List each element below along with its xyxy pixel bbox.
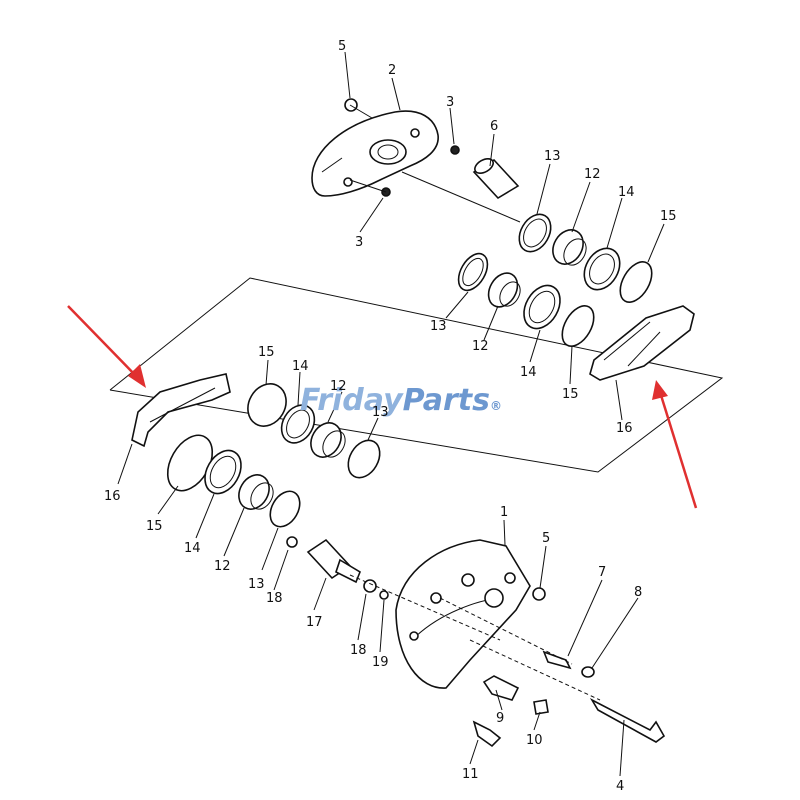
washer-5-bottom	[532, 587, 546, 601]
label-3-top: 3	[446, 95, 454, 110]
washer-5-top	[344, 98, 358, 112]
piston-12-low	[238, 474, 274, 510]
seal-13-low	[269, 490, 301, 528]
leader-lines	[117, 51, 665, 777]
label-15-mid: 15	[562, 387, 579, 402]
label-14-top: 14	[618, 185, 635, 200]
label-4: 4	[616, 779, 624, 794]
label-19: 19	[372, 655, 389, 670]
bolt-10	[533, 699, 549, 715]
label-13-top: 13	[544, 149, 561, 164]
label-10: 10	[526, 733, 543, 748]
label-14-mid: 14	[520, 365, 537, 380]
label-2: 2	[388, 63, 396, 78]
label-1: 1	[500, 505, 508, 520]
label-15-low: 15	[146, 519, 163, 534]
bolt-7	[542, 650, 572, 670]
label-12-low: 12	[214, 559, 231, 574]
bleeder-screw	[306, 538, 361, 584]
watermark-registered: ®	[490, 399, 502, 413]
label-3-left: 3	[355, 235, 363, 250]
piston-12-mid	[487, 272, 521, 308]
boot-14-inset	[280, 404, 316, 444]
label-14-low: 14	[184, 541, 201, 556]
inset-frame	[109, 277, 724, 473]
label-12-mid: 12	[472, 339, 489, 354]
label-6: 6	[490, 119, 498, 134]
label-7: 7	[598, 565, 606, 580]
label-16-left: 16	[104, 489, 121, 504]
label-17: 17	[306, 615, 323, 630]
watermark: FridayParts®	[300, 383, 502, 418]
label-18-left: 18	[266, 591, 283, 606]
guide-pin	[472, 157, 520, 200]
washer-18-left	[286, 536, 298, 548]
piston-12-top	[552, 229, 587, 266]
label-5-top: 5	[338, 39, 346, 54]
watermark-part-a: Friday	[300, 383, 404, 418]
label-5-bottom: 5	[542, 531, 550, 546]
label-15-top: 15	[660, 209, 677, 224]
part-number-labels: 5 2 3 6 3 13 12 14 15 13 12 14 15 16 15 …	[104, 39, 677, 794]
cap-8	[581, 666, 595, 678]
nut-3-top	[450, 145, 460, 155]
seal-13-inset	[347, 439, 381, 479]
caliper-housing	[311, 110, 439, 197]
ring-15-top	[619, 261, 653, 303]
label-13-mid: 13	[430, 319, 447, 334]
label-8: 8	[634, 585, 642, 600]
cap-19	[379, 590, 389, 600]
label-16-right: 16	[616, 421, 633, 436]
label-13-low: 13	[248, 577, 265, 592]
label-15-inset: 15	[258, 345, 275, 360]
label-9: 9	[496, 711, 504, 726]
label-12-top: 12	[584, 167, 601, 182]
seal-13-top	[518, 213, 552, 253]
brake-pad-right	[589, 305, 695, 381]
red-arrow-right	[652, 380, 698, 509]
caliper-bracket	[395, 539, 531, 689]
brake-pad-left	[131, 373, 231, 448]
label-14-inset: 14	[292, 359, 309, 374]
label-11: 11	[462, 767, 479, 782]
seal-13-mid	[457, 252, 489, 292]
ring-15-mid	[561, 305, 595, 347]
boot-14-mid	[523, 284, 561, 330]
bolt-11	[472, 720, 502, 748]
bolt-4	[589, 697, 666, 743]
boot-14-top	[583, 247, 621, 291]
red-arrow-left	[67, 305, 146, 388]
piston-12-inset	[310, 422, 346, 458]
watermark-part-b: Parts	[403, 383, 490, 418]
label-12-inset: 12	[330, 379, 347, 394]
boot-14-low	[204, 449, 242, 495]
plate-9	[482, 675, 520, 701]
label-18-right: 18	[350, 643, 367, 658]
ring-15-inset	[247, 383, 287, 427]
label-13-inset: 13	[372, 405, 389, 420]
